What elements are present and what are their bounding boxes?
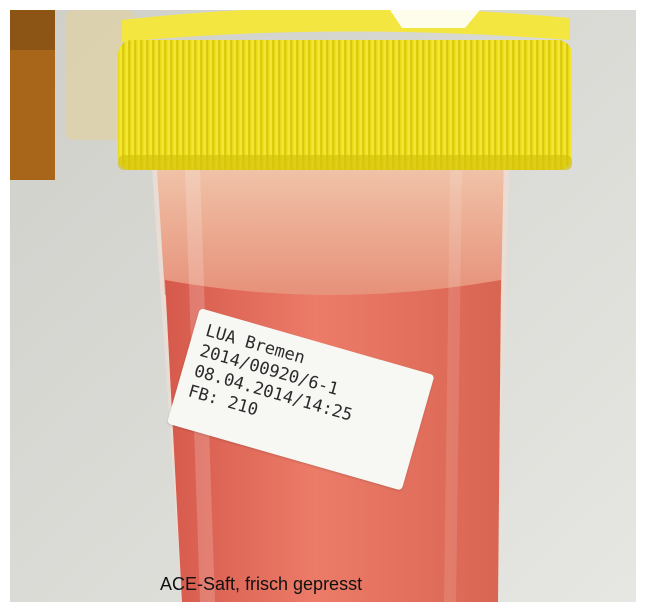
photo-caption: ACE-Saft, frisch gepresst [160, 574, 363, 594]
lid-side [118, 40, 572, 170]
juice-sample-photo [10, 10, 636, 602]
photo-frame [10, 10, 636, 602]
background-jar [65, 10, 135, 140]
foam-layer [156, 155, 504, 295]
